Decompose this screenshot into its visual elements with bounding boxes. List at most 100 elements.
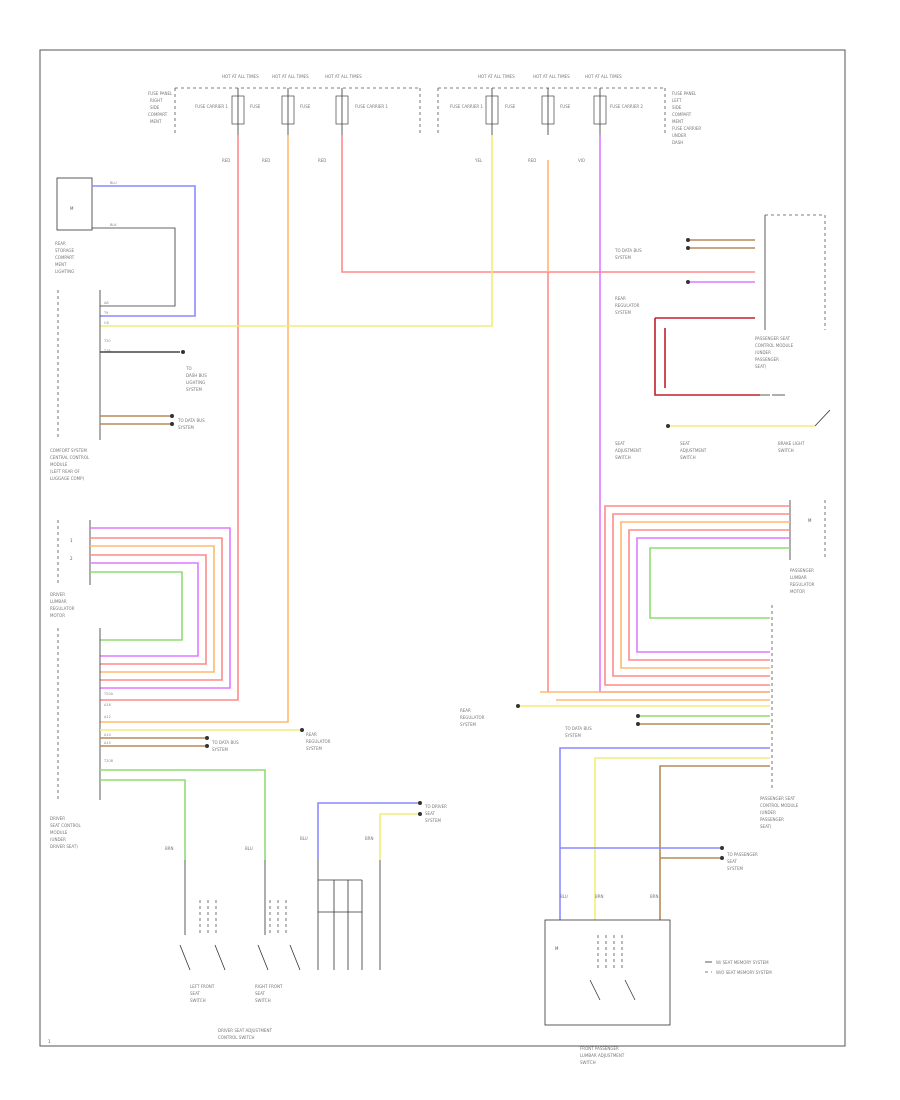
svg-text:SYSTEM: SYSTEM: [186, 387, 202, 392]
fuse-panel-right: HOT AT ALL TIMES HOT AT ALL TIMES HOT AT…: [437, 74, 701, 163]
svg-text:TO DATA BUS: TO DATA BUS: [614, 248, 642, 253]
svg-text:REGULATOR: REGULATOR: [306, 739, 331, 744]
svg-text:FUSE: FUSE: [560, 104, 571, 109]
svg-text:(LEFT REAR OF: (LEFT REAR OF: [50, 469, 81, 474]
svg-text:SYSTEM: SYSTEM: [615, 310, 631, 315]
svg-text:MOTOR: MOTOR: [790, 589, 805, 594]
svg-text:SEAT CONTROL: SEAT CONTROL: [50, 823, 82, 828]
svg-text:SEAT: SEAT: [190, 991, 200, 996]
svg-text:COMFORT SYSTEM: COMFORT SYSTEM: [50, 448, 88, 453]
svg-text:MENT: MENT: [672, 119, 684, 124]
svg-text:SWITCH: SWITCH: [778, 448, 794, 453]
fuse-panel-left: HOT AT ALL TIMES HOT AT ALL TIMES HOT AT…: [148, 74, 421, 163]
svg-text:SYSTEM: SYSTEM: [425, 818, 441, 823]
right-top-module: TO DATA BUS SYSTEM REAR REGULATOR SYSTEM…: [614, 214, 826, 396]
svg-text:T16: T16: [103, 349, 111, 353]
svg-text:REAR: REAR: [460, 708, 471, 713]
svg-text:REGULATOR: REGULATOR: [50, 606, 75, 611]
svg-text:SWITCH: SWITCH: [255, 998, 271, 1003]
svg-text:SEAT): SEAT): [760, 824, 772, 829]
left-control-module: A8 T9 C6 T20 T16 TO DASH BUS LIGHTING SY…: [50, 290, 207, 481]
svg-text:HOT AT ALL TIMES: HOT AT ALL TIMES: [272, 74, 309, 79]
svg-text:MENT: MENT: [150, 119, 162, 124]
svg-text:BLU: BLU: [560, 894, 568, 899]
svg-text:HOT AT ALL TIMES: HOT AT ALL TIMES: [325, 74, 362, 79]
svg-text:BRAKE LIGHT: BRAKE LIGHT: [778, 441, 805, 446]
svg-text:DRIVER SEAT): DRIVER SEAT): [50, 844, 78, 849]
svg-text:TO PASSENGER: TO PASSENGER: [726, 852, 758, 857]
svg-text:FUSE CARRIER 1: FUSE CARRIER 1: [355, 104, 388, 109]
svg-text:REAR: REAR: [615, 296, 626, 301]
svg-text:SYSTEM: SYSTEM: [460, 722, 476, 727]
svg-text:SEAT: SEAT: [615, 441, 625, 446]
svg-text:LIGHTING: LIGHTING: [55, 269, 74, 274]
svg-text:BLU: BLU: [300, 836, 308, 841]
svg-text:STORAGE: STORAGE: [55, 248, 75, 253]
svg-text:(UNDER: (UNDER: [760, 810, 776, 815]
svg-text:FUSE CARRIER 1: FUSE CARRIER 1: [195, 104, 228, 109]
svg-text:COMPART: COMPART: [55, 255, 75, 260]
svg-text:MOTOR: MOTOR: [50, 613, 65, 618]
svg-text:CENTRAL CONTROL: CENTRAL CONTROL: [50, 455, 90, 460]
svg-text:SEAT: SEAT: [680, 441, 690, 446]
svg-text:LUMBAR ADJUSTMENT: LUMBAR ADJUSTMENT: [580, 1053, 625, 1058]
svg-text:RED: RED: [262, 158, 270, 163]
svg-text:DASH BUS: DASH BUS: [186, 373, 207, 378]
svg-text:A8: A8: [104, 301, 109, 305]
svg-text:REGULATOR: REGULATOR: [615, 303, 640, 308]
svg-text:SEAT): SEAT): [755, 364, 767, 369]
svg-text:REGULATOR: REGULATOR: [460, 715, 485, 720]
svg-text:HOT AT ALL TIMES: HOT AT ALL TIMES: [478, 74, 515, 79]
svg-text:DASH: DASH: [672, 140, 683, 145]
diagram-frame: [39, 49, 846, 1047]
svg-text:SEAT: SEAT: [727, 859, 737, 864]
svg-text:REAR: REAR: [55, 241, 66, 246]
svg-text:LIGHTING: LIGHTING: [186, 380, 205, 385]
svg-text:SYSTEM: SYSTEM: [615, 255, 631, 260]
svg-text:TO DATA BUS: TO DATA BUS: [564, 726, 592, 731]
svg-text:A16: A16: [104, 703, 111, 707]
svg-text:TO DATA BUS: TO DATA BUS: [211, 740, 239, 745]
svg-text:A10: A10: [104, 733, 111, 737]
svg-text:A12: A12: [104, 715, 111, 719]
svg-text:T9: T9: [103, 311, 108, 315]
svg-text:SYSTEM: SYSTEM: [178, 425, 194, 430]
svg-text:HOT AT ALL TIMES: HOT AT ALL TIMES: [533, 74, 570, 79]
svg-text:TO: TO: [185, 366, 192, 371]
svg-text:T20B: T20B: [103, 759, 114, 763]
svg-text:FUSE CARRIER 1: FUSE CARRIER 1: [450, 104, 483, 109]
svg-text:LUMBAR: LUMBAR: [50, 599, 67, 604]
passenger-seat-control-module: REAR REGULATOR SYSTEM TO DATA BUS SYSTEM…: [460, 691, 799, 920]
svg-text:LUGGAGE COMP): LUGGAGE COMP): [50, 476, 85, 481]
rear-blower-module: M REAR STORAGE COMPART MENT LIGHTING BLU…: [55, 177, 196, 317]
svg-text:FUSE: FUSE: [505, 104, 516, 109]
svg-text:ADJUSTMENT: ADJUSTMENT: [615, 448, 642, 453]
svg-text:SEAT: SEAT: [425, 811, 435, 816]
svg-text:PASSENGER: PASSENGER: [790, 568, 814, 573]
svg-text:SEAT: SEAT: [255, 991, 265, 996]
svg-text:FUSE PANEL: FUSE PANEL: [148, 91, 173, 96]
svg-text:COMPART: COMPART: [148, 112, 168, 117]
svg-text:ADJUSTMENT: ADJUSTMENT: [680, 448, 707, 453]
svg-text:FUSE CARRIER: FUSE CARRIER: [672, 126, 701, 131]
svg-text:SWITCH: SWITCH: [580, 1060, 596, 1065]
bottom-left-switches: BRN BLU LEFT FRONT SEAT SWITCH RIGHT FRO…: [165, 846, 301, 1040]
svg-text:SIDE: SIDE: [150, 105, 160, 110]
svg-text:MODULE: MODULE: [50, 830, 68, 835]
svg-text:CONTROL MODULE: CONTROL MODULE: [760, 803, 799, 808]
svg-text:REGULATOR: REGULATOR: [790, 582, 815, 587]
svg-text:LUMBAR: LUMBAR: [790, 575, 807, 580]
legend-item-2: W/O SEAT MEMORY SYSTEM: [716, 970, 772, 975]
passenger-lumbar-module: M PASSENGER LUMBAR REGULATOR MOTOR: [604, 500, 826, 790]
svg-text:FUSE PANEL: FUSE PANEL: [672, 91, 697, 96]
main-wires: [100, 135, 770, 723]
svg-text:(UNDER: (UNDER: [755, 350, 771, 355]
svg-text:SWITCH: SWITCH: [615, 455, 631, 460]
svg-text:SYSTEM: SYSTEM: [727, 866, 743, 871]
svg-text:M: M: [555, 946, 559, 951]
svg-text:2: 2: [70, 556, 73, 561]
svg-text:TO DATA BUS: TO DATA BUS: [177, 418, 205, 423]
svg-text:REAR: REAR: [306, 732, 317, 737]
svg-text:MODULE: MODULE: [50, 462, 68, 467]
